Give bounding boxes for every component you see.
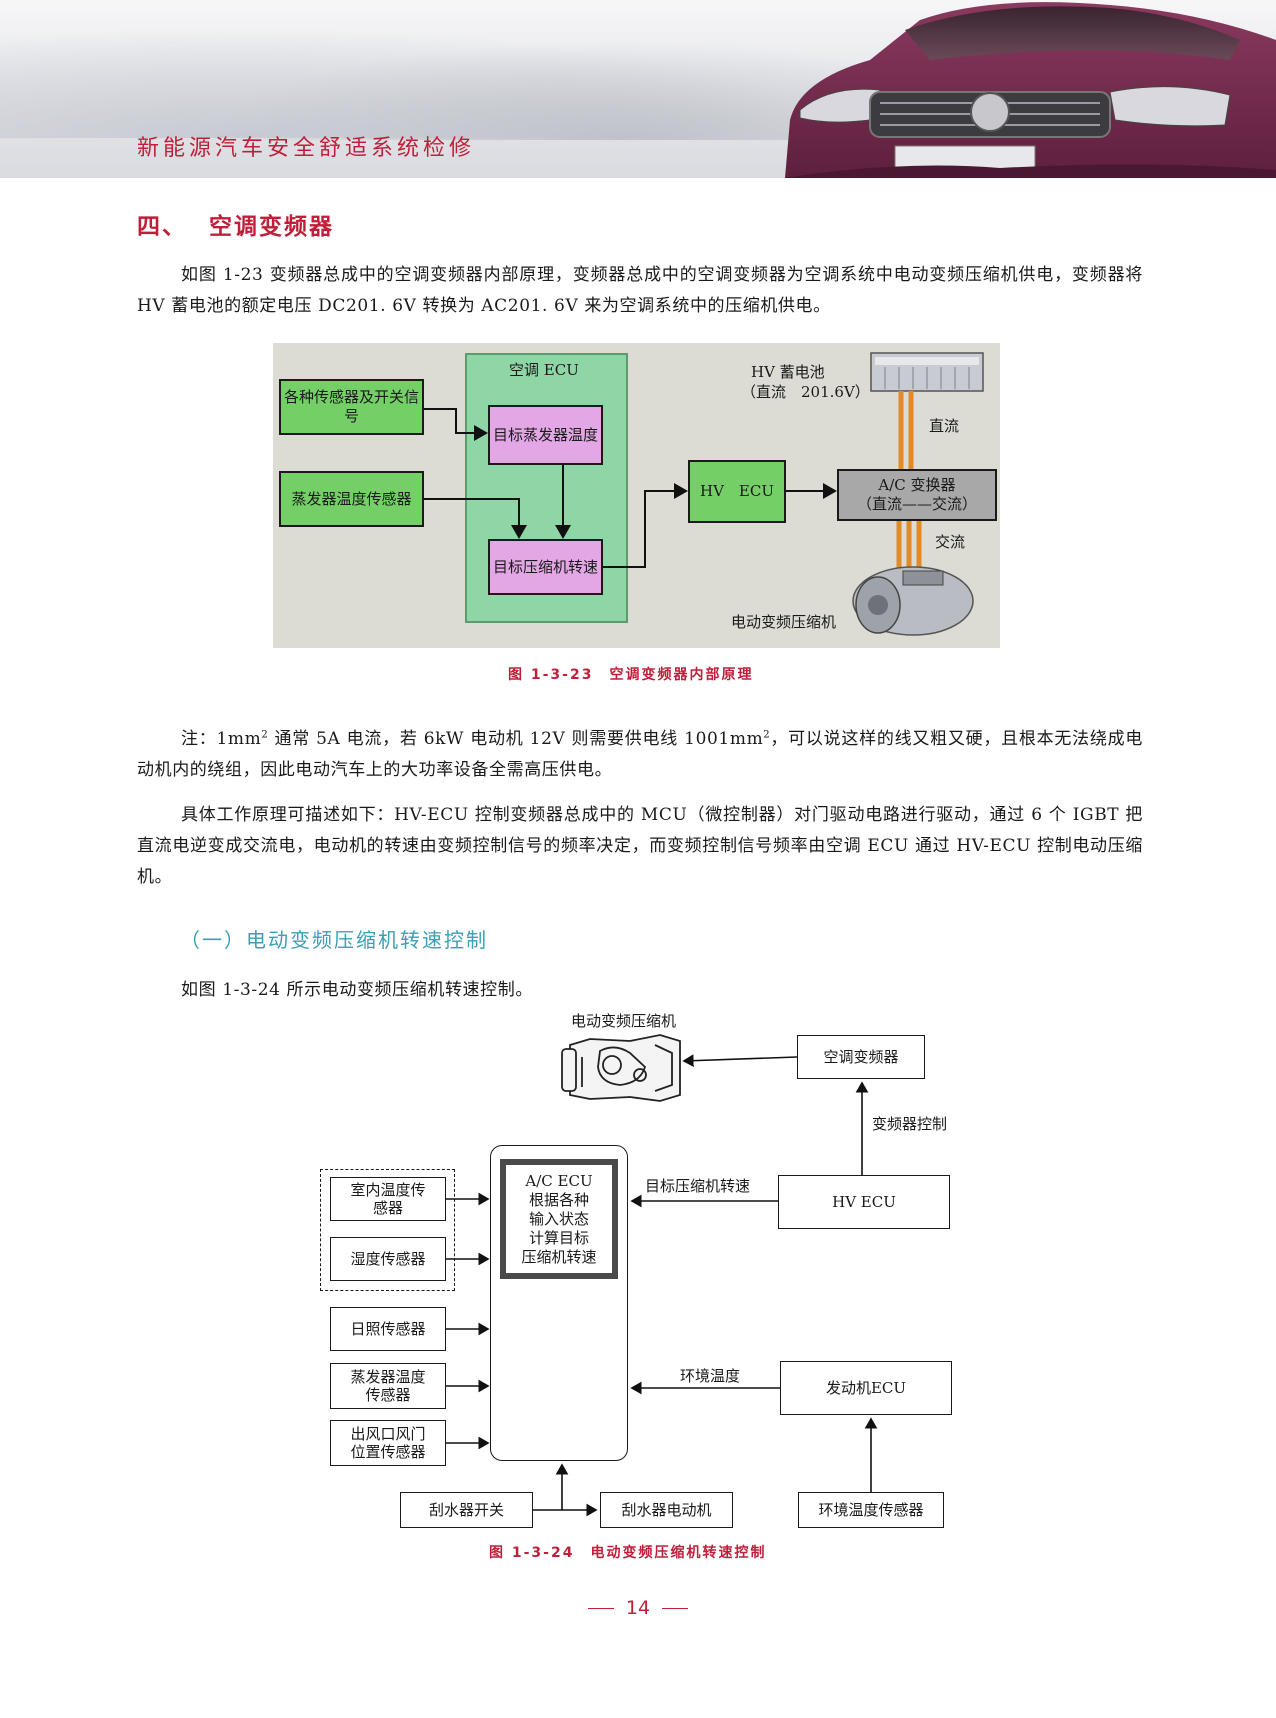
page-number-value: 14 — [625, 1597, 651, 1619]
note-text-b: 通常 5A 电流，若 6kW 电动机 12V 则需要供电线 1001mm — [268, 729, 764, 749]
compressor-label-2: 电动变频压缩机 — [571, 1012, 677, 1030]
dc-label: 直流 — [929, 417, 960, 435]
figure-2-caption: 图 1-3-24 电动变频压缩机转速控制 — [489, 1545, 767, 1561]
figure1-wiring — [424, 352, 984, 636]
hv-cables — [896, 391, 922, 578]
evap-temp-sensor-box: 蒸发器温度传感器 — [330, 1363, 446, 1409]
ac-ecu-line-4: 计算目标 — [528, 1228, 589, 1247]
target-evap-temp-box: 目标蒸发器温度 — [488, 405, 603, 465]
ac-ecu-label: 空调 ECU — [509, 361, 579, 379]
section-heading: 四、空调变频器 — [137, 207, 334, 241]
principle-paragraph: 具体工作原理可描述如下：HV-ECU 控制变频器总成中的 MCU（微控制器）对门… — [137, 805, 1143, 887]
ac-inverter-title: A/C 变换器 — [878, 476, 956, 494]
ac-label: 交流 — [935, 533, 966, 551]
indoor-temp-sensor-box: 室内温度传感器 — [330, 1177, 446, 1221]
ac-ecu-inner-box: A/C ECU 根据各种 输入状态 计算目标 压缩机转速 — [500, 1159, 618, 1279]
page-number-dash-left — [587, 1608, 614, 1609]
wiper-switch-box: 刮水器开关 — [400, 1492, 533, 1528]
note-text-a: 注：1mm — [181, 729, 262, 749]
page-header: 新能源汽车安全舒适系统检修 — [0, 0, 1276, 178]
subsection-heading: （一）电动变频压缩机转速控制 — [180, 928, 488, 952]
humidity-sensor-box: 湿度传感器 — [330, 1237, 446, 1281]
evap-sensor-box: 蒸发器温度传感器 — [279, 471, 424, 527]
ac-ecu-line-1: A/C ECU — [525, 1171, 593, 1190]
page-number-dash-right — [662, 1608, 689, 1609]
figure2-wiring — [446, 1034, 878, 1517]
figure-2-intro: 如图 1-3-24 所示电动变频压缩机转速控制。 — [181, 980, 533, 1000]
inverter-control-label: 变频器控制 — [872, 1115, 948, 1133]
car-illustration — [785, 2, 1276, 178]
note-paragraph: 注：1mm2 通常 5A 电流，若 6kW 电动机 12V 则需要供电线 100… — [137, 724, 1143, 786]
intro-paragraph: 如图 1-23 变频器总成中的空调变频器内部原理，变频器总成中的空调变频器为空调… — [137, 265, 1143, 316]
sensors-switch-box: 各种传感器及开关信号 — [279, 379, 424, 435]
ambient-temp-label: 环境温度 — [680, 1367, 741, 1385]
sunlight-sensor-box: 日照传感器 — [330, 1307, 446, 1351]
hv-ecu-box-2: HV ECU — [778, 1175, 950, 1229]
wiper-motor-box: 刮水器电动机 — [600, 1492, 733, 1528]
ambient-sensor-box: 环境温度传感器 — [798, 1492, 944, 1528]
book-title: 新能源汽车安全舒适系统检修 — [137, 136, 476, 161]
figure-1-3-23: 空调 ECU 各种传感器及开关信号 蒸发器温度传感器 目标蒸发器温度 目标压缩机… — [273, 343, 1000, 648]
hv-battery-icon — [870, 352, 984, 392]
compressor-drawing-icon — [561, 1034, 681, 1102]
figure-1-caption: 图 1-3-23 空调变频器内部原理 — [508, 667, 754, 683]
figure-1-3-24: 电动变频压缩机 空调变频器 变频器控制 HV ECU 目标压缩机转速 A/C E… — [300, 1005, 980, 1535]
hv-ecu-box: HV ECU — [688, 460, 786, 523]
ac-inverter-box-2: 空调变频器 — [797, 1035, 925, 1079]
ac-inverter-box: A/C 变换器 （直流——交流） — [837, 469, 997, 521]
compressor-label: 电动变频压缩机 — [731, 613, 837, 631]
hv-battery-dc-label: （直流 201.6V） — [741, 383, 870, 401]
superscript-2b: 2 — [763, 729, 771, 741]
target-comp-speed-box: 目标压缩机转速 — [488, 539, 603, 595]
ac-ecu-line-2: 根据各种 — [528, 1190, 589, 1209]
target-speed-label: 目标压缩机转速 — [645, 1177, 751, 1195]
ac-ecu-line-5: 压缩机转速 — [521, 1247, 597, 1266]
note-text-c: ，可以说这样的线又粗又硬，且根本无法绕成电动机内的绕组，因此电动汽车上的大功率设… — [137, 729, 1143, 780]
vent-position-sensor-box: 出风口风门位置传感器 — [330, 1420, 446, 1466]
hv-battery-label: HV 蓄电池 — [751, 363, 825, 381]
section-number: 四、 — [137, 214, 187, 240]
superscript-2: 2 — [261, 729, 269, 741]
page-number: 14 — [0, 1597, 1276, 1619]
section-title: 空调变频器 — [209, 214, 334, 240]
compressor-icon — [852, 566, 974, 636]
sensor-group-dashed — [320, 1169, 455, 1291]
ac-inverter-sub: （直流——交流） — [856, 495, 977, 513]
ac-ecu-line-3: 输入状态 — [528, 1209, 589, 1228]
engine-ecu-box: 发动机ECU — [780, 1361, 952, 1415]
header-mist-2 — [200, 40, 900, 140]
